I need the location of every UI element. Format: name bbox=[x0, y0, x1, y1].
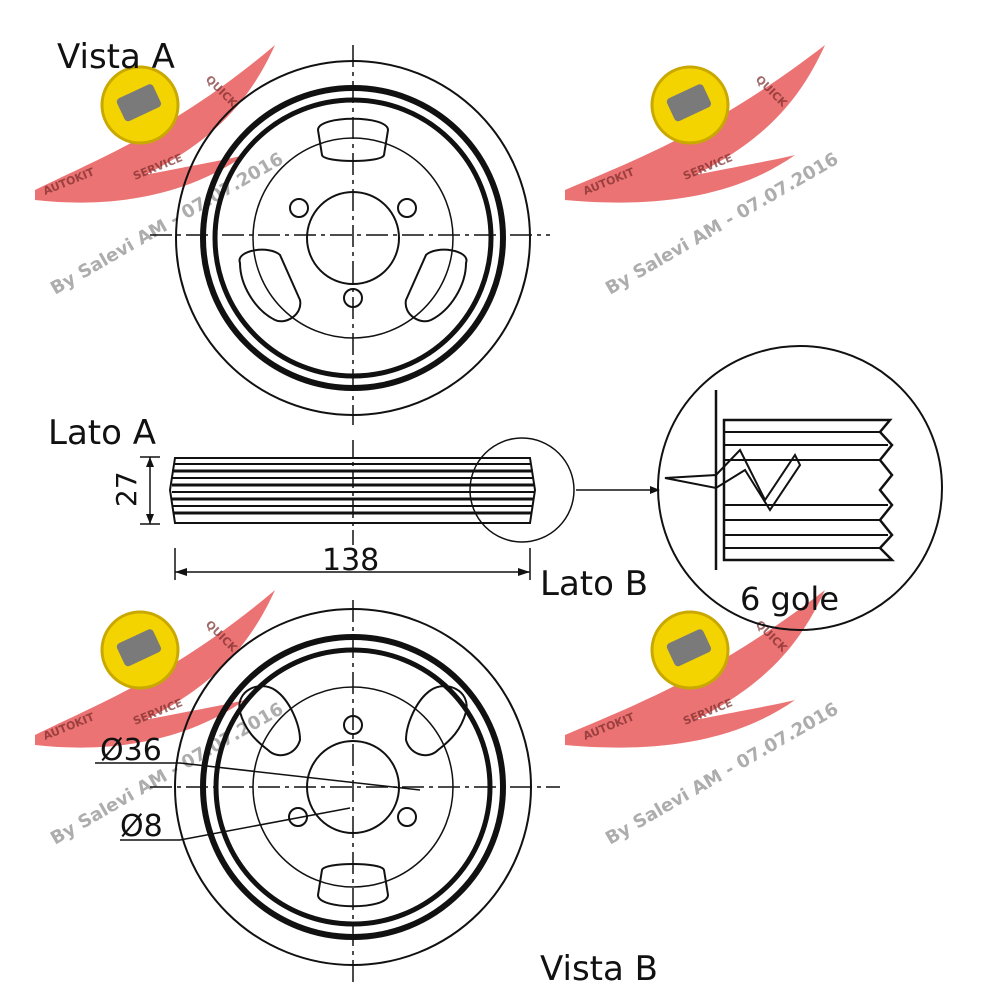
watermark-car-icon bbox=[666, 84, 712, 122]
detail-callout-circle bbox=[469, 437, 575, 543]
lightening-pocket bbox=[238, 685, 302, 757]
lightening-pocket bbox=[404, 248, 468, 323]
web-circle bbox=[252, 686, 454, 888]
dim-arrow-icon bbox=[146, 514, 154, 524]
outer-rim bbox=[174, 608, 532, 966]
watermark-car-icon bbox=[116, 84, 162, 122]
belt-ring-inner bbox=[213, 647, 493, 927]
bolt-hole bbox=[397, 198, 417, 218]
side-profile-outline bbox=[168, 457, 537, 524]
label-groove-count: 6 gole bbox=[740, 580, 839, 618]
lightening-pocket bbox=[238, 248, 302, 323]
watermark-wing-icon bbox=[35, 590, 275, 748]
pulley-view-b bbox=[95, 600, 560, 985]
dim-bore-leader bbox=[179, 762, 421, 791]
dim-width-value: 27 bbox=[110, 471, 143, 507]
pulley-view-a bbox=[150, 45, 550, 425]
label-side-b: Lato B bbox=[540, 564, 648, 604]
watermark-car-icon bbox=[666, 629, 712, 667]
detail-arrow-icon bbox=[650, 486, 660, 494]
groove-detail-view bbox=[657, 345, 943, 631]
belt-ring-outer bbox=[200, 634, 506, 940]
bolt-hole bbox=[288, 807, 308, 827]
watermark-wing-icon bbox=[35, 45, 275, 203]
label-view-b: Vista B bbox=[540, 949, 658, 989]
groove-profile bbox=[714, 390, 896, 570]
watermark-top-left: AUTOKIT QUICK SERVICE By Salevi AM - 07.… bbox=[35, 45, 287, 299]
dim-arrow-icon bbox=[175, 568, 187, 576]
dim-hole-value: Ø8 bbox=[120, 809, 163, 844]
dim-bore-value: Ø36 bbox=[100, 733, 162, 768]
belt-ring-inner bbox=[212, 97, 494, 379]
lightening-pocket bbox=[316, 117, 390, 162]
watermark-wing-icon bbox=[565, 45, 825, 203]
dim-arrow-icon bbox=[518, 568, 530, 576]
hub-bore bbox=[306, 191, 400, 285]
watermark-car-icon bbox=[116, 629, 162, 667]
watermark-wing-icon bbox=[565, 590, 825, 748]
outer-rim bbox=[175, 60, 531, 416]
web-circle bbox=[252, 137, 454, 339]
dim-diameter-value: 138 bbox=[322, 543, 379, 578]
lightening-pocket bbox=[404, 685, 468, 757]
dim-hole-leader bbox=[179, 807, 351, 841]
pulley-side-view bbox=[140, 437, 660, 580]
detail-circle bbox=[657, 345, 943, 631]
label-side-a: Lato A bbox=[48, 413, 156, 453]
watermark-top-right: AUTOKIT QUICK SERVICE By Salevi AM - 07.… bbox=[565, 45, 842, 299]
detail-spike bbox=[664, 448, 802, 512]
bolt-hole bbox=[343, 715, 363, 735]
watermark-bottom-right: AUTOKIT QUICK SERVICE By Salevi AM - 07.… bbox=[565, 590, 842, 849]
label-view-a: Vista A bbox=[57, 37, 175, 77]
bolt-hole bbox=[397, 807, 417, 827]
bolt-hole bbox=[343, 288, 363, 308]
bolt-hole bbox=[289, 198, 309, 218]
lightening-pocket bbox=[316, 863, 390, 908]
belt-ring-outer bbox=[200, 85, 506, 391]
dim-arrow-icon bbox=[146, 457, 154, 467]
